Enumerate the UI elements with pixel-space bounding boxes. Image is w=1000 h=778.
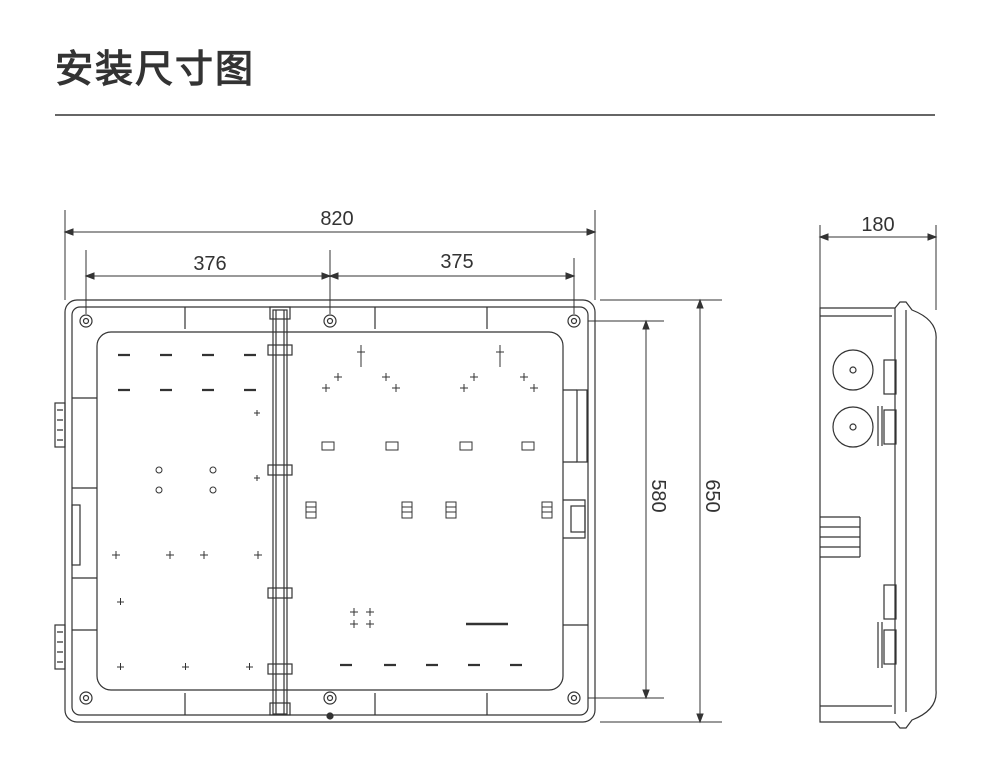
left-plate-slots bbox=[118, 353, 256, 392]
dimension-hole-spacing bbox=[84, 250, 576, 314]
label-right-hole-spacing: 375 bbox=[440, 251, 473, 273]
side-enclosure-outline bbox=[819, 301, 937, 729]
label-overall-width: 820 bbox=[320, 208, 353, 230]
left-plate-holes bbox=[112, 410, 262, 670]
front-view bbox=[54, 210, 722, 724]
side-hinges bbox=[877, 359, 897, 668]
enclosure-outline bbox=[64, 299, 596, 723]
cable-knockouts bbox=[832, 349, 874, 448]
page-title: 安装尺寸图 bbox=[55, 47, 256, 91]
label-depth: 180 bbox=[861, 214, 894, 236]
right-plate-features bbox=[322, 345, 538, 392]
dimension-hole-vertical bbox=[588, 319, 664, 700]
label-hole-vertical-spacing: 580 bbox=[647, 479, 669, 512]
title-divider bbox=[55, 114, 935, 116]
mounting-plate bbox=[96, 331, 564, 691]
right-latch bbox=[563, 389, 588, 626]
rail-clips bbox=[267, 344, 293, 675]
dimension-depth bbox=[818, 225, 938, 310]
label-overall-height: 650 bbox=[701, 479, 723, 512]
left-hinges bbox=[54, 397, 97, 670]
right-plate-terminals bbox=[305, 441, 553, 519]
dimension-overall-width bbox=[63, 210, 597, 300]
dimension-overall-height bbox=[600, 298, 722, 724]
center-rail bbox=[272, 309, 288, 715]
right-plate-lower bbox=[340, 608, 522, 667]
mounting-holes bbox=[79, 314, 581, 720]
label-left-hole-spacing: 376 bbox=[193, 253, 226, 275]
side-vent-fins bbox=[820, 516, 861, 558]
side-view bbox=[818, 225, 938, 729]
